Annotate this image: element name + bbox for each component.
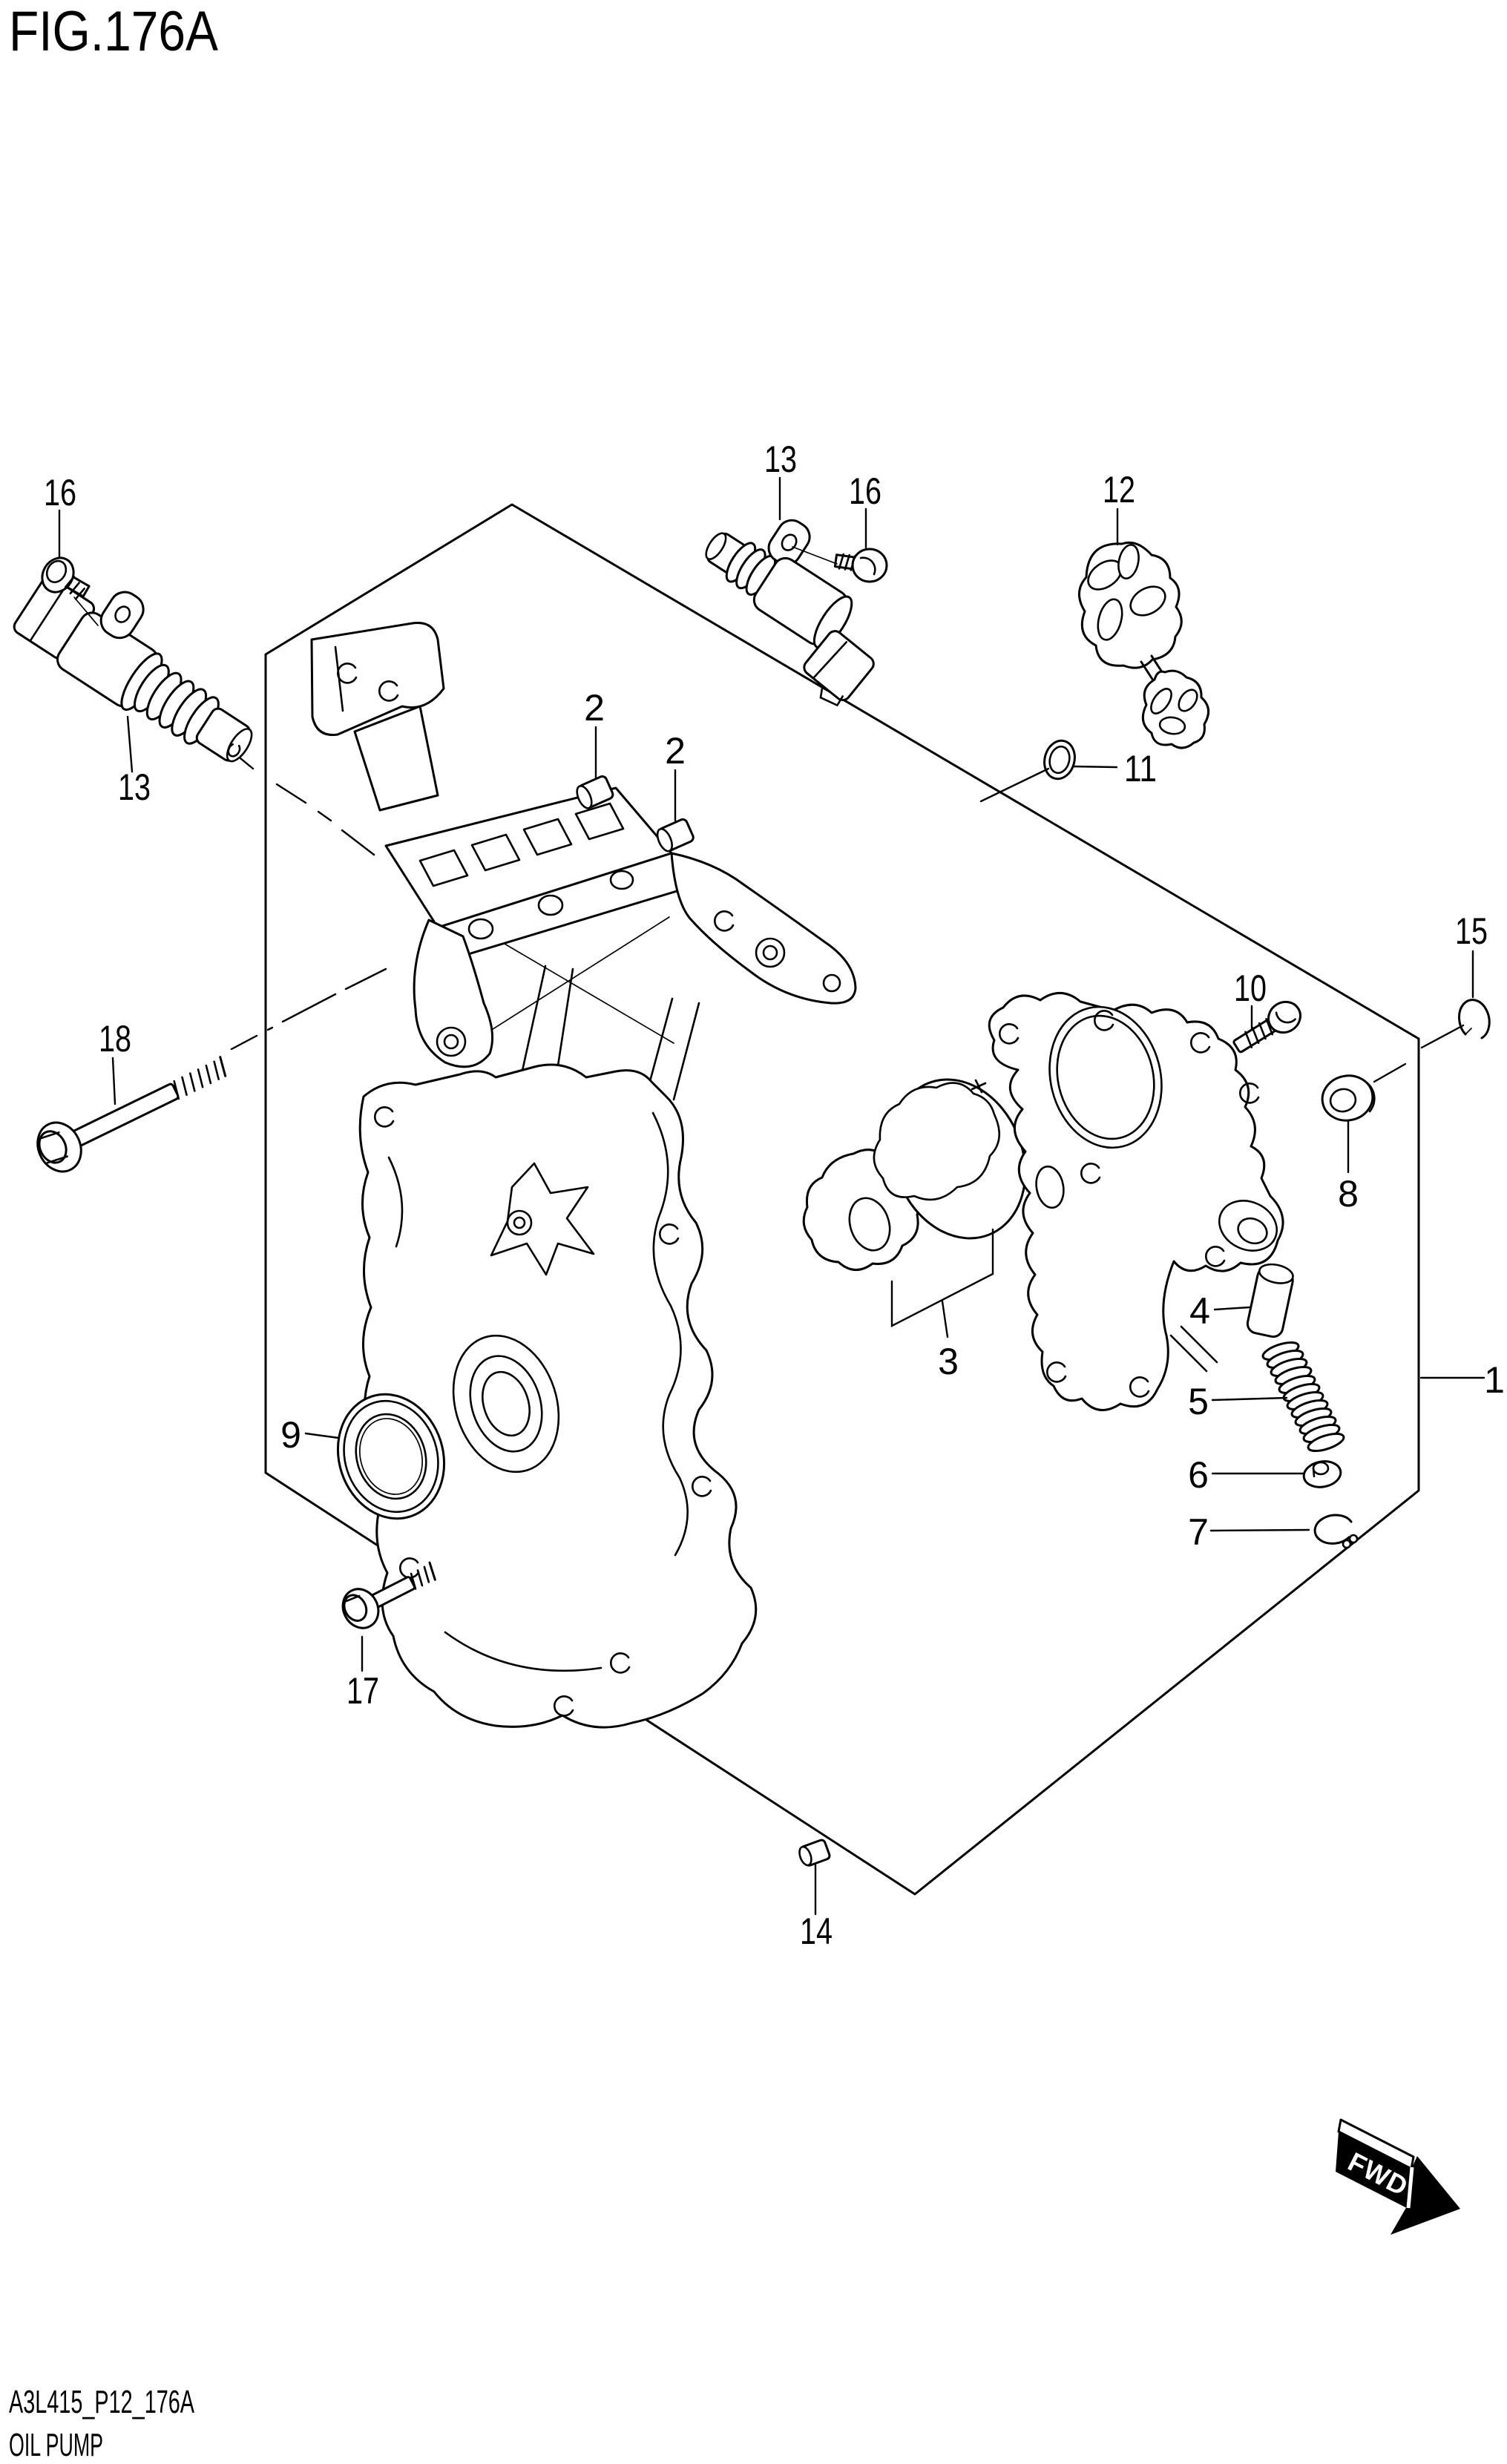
bolt-17 xyxy=(341,1561,436,1629)
rotor-set-drawing xyxy=(802,1078,1027,1271)
callout-12: 12 xyxy=(1103,469,1135,510)
callout-13-top: 13 xyxy=(764,438,797,480)
callout-7: 7 xyxy=(1188,1511,1209,1553)
snap-ring-15 xyxy=(1458,999,1491,1039)
bushing-drawing xyxy=(1321,1074,1376,1122)
dowel-pin-left xyxy=(576,775,614,809)
footer-caption: OIL PUMP xyxy=(9,2427,103,2463)
callout-14: 14 xyxy=(800,1911,833,1952)
figure-title: FIG.176A xyxy=(9,0,218,63)
callout-1: 1 xyxy=(1484,1359,1505,1401)
callout-11: 11 xyxy=(1124,748,1157,789)
callout-2-right: 2 xyxy=(665,730,686,772)
bolt-16-top xyxy=(792,546,888,583)
callout-16-left: 16 xyxy=(44,472,76,513)
bolt-ear-hole xyxy=(436,1026,467,1057)
callout-3: 3 xyxy=(938,1341,959,1382)
isometric-box-outline xyxy=(264,503,1420,1896)
oil-control-valve-left xyxy=(13,576,253,763)
oil-control-valve-top xyxy=(705,519,875,707)
callout-5: 5 xyxy=(1188,1381,1209,1422)
oring-drawing xyxy=(1043,739,1076,781)
mount-bracket-drawing xyxy=(310,621,857,1108)
bolt-16-top-assembly-line xyxy=(792,546,838,565)
footer-figure-code: A3L415_P12_176A xyxy=(9,2384,194,2420)
bolt-18 xyxy=(36,1056,227,1173)
fwd-arrow-icon: FWD xyxy=(1336,2118,1460,2235)
relief-piston-4 xyxy=(1246,1263,1294,1338)
spring-retainer-6 xyxy=(1302,1460,1342,1488)
callout-2-left: 2 xyxy=(584,687,605,729)
dowel-pin-bottom xyxy=(798,1839,831,1867)
timing-cover-drawing xyxy=(358,1063,758,1729)
bolt-16-left xyxy=(41,556,91,600)
leader-lines xyxy=(58,476,1485,1916)
dowel-pin-right xyxy=(656,818,695,852)
oil-seal-drawing xyxy=(336,1393,446,1520)
bolt-ear-hole xyxy=(755,937,786,968)
gasket-drawing xyxy=(1078,541,1210,749)
callout-13-left: 13 xyxy=(118,766,151,808)
callout-4: 4 xyxy=(1189,1290,1210,1332)
relief-spring-5 xyxy=(1261,1341,1345,1453)
callout-17: 17 xyxy=(347,1670,379,1712)
callout-18: 18 xyxy=(99,1018,131,1059)
callouts: 16 13 13 16 12 11 2 2 18 15 10 8 1 4 5 6… xyxy=(44,438,1505,1952)
callout-6: 6 xyxy=(1188,1454,1209,1496)
callout-10: 10 xyxy=(1234,967,1267,1009)
callout-16-top: 16 xyxy=(849,470,881,512)
snap-ring-7 xyxy=(1313,1514,1359,1549)
pump-case-drawing xyxy=(988,992,1284,1411)
callout-9: 9 xyxy=(280,1414,301,1456)
callout-8: 8 xyxy=(1338,1173,1359,1215)
callout-15: 15 xyxy=(1455,910,1488,952)
bolt-16-left-assembly-line xyxy=(73,597,99,626)
